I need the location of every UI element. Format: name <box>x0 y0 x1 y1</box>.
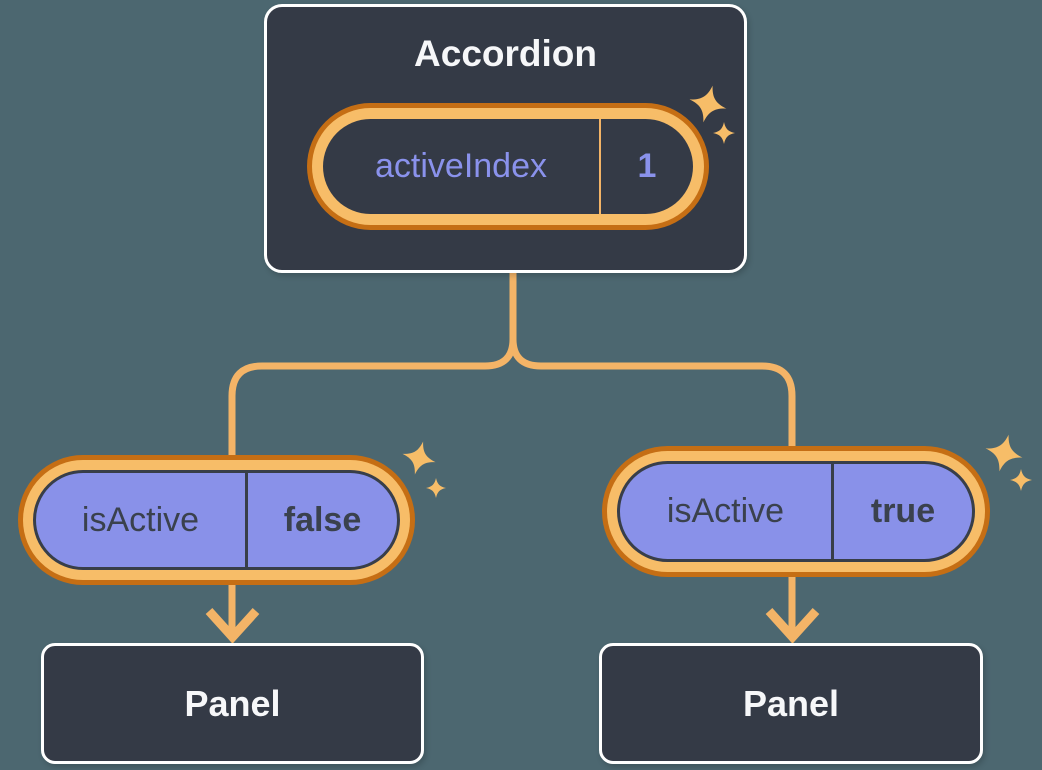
panel-label: Panel <box>184 682 281 724</box>
left-arrowhead <box>205 607 260 644</box>
prop-pill-true: isActive true <box>602 446 990 577</box>
prop-name-label: isActive <box>81 500 200 539</box>
prop-pill-body: isActive true <box>617 461 975 562</box>
prop-value-label: true <box>870 492 936 530</box>
accordion-sparkles <box>689 85 735 144</box>
state-value-label: 1 <box>637 147 657 185</box>
state-pill-body: activeIndex 1 <box>323 119 693 214</box>
left-branch-line <box>228 335 517 637</box>
right-pill-sparkles <box>985 434 1032 491</box>
left-pill-sparkles <box>402 441 446 498</box>
sparkle-large-icon <box>689 85 727 123</box>
panel-label: Panel <box>742 682 840 724</box>
accordion-title: Accordion <box>414 33 597 74</box>
prop-pill-divider <box>831 464 834 559</box>
prop-pill-body: isActive false <box>33 470 400 570</box>
sparkle-small-icon <box>713 122 735 144</box>
state-pill: activeIndex 1 <box>307 103 709 230</box>
prop-value-label: false <box>283 500 362 539</box>
prop-name-label: isActive <box>666 492 785 530</box>
sparkle-small-icon <box>1010 469 1032 491</box>
prop-pill-false: isActive false <box>18 455 415 585</box>
panel-box-left: Panel <box>41 643 424 764</box>
right-arrowhead <box>765 607 820 644</box>
sparkle-small-icon <box>426 478 446 498</box>
state-pill-divider <box>599 119 601 214</box>
prop-pill-divider <box>245 473 248 567</box>
state-name-label: activeIndex <box>375 147 547 185</box>
sparkle-large-icon <box>402 441 436 475</box>
sparkle-large-icon <box>985 434 1023 472</box>
right-branch-line <box>509 335 796 637</box>
panel-box-right: Panel <box>599 643 983 764</box>
